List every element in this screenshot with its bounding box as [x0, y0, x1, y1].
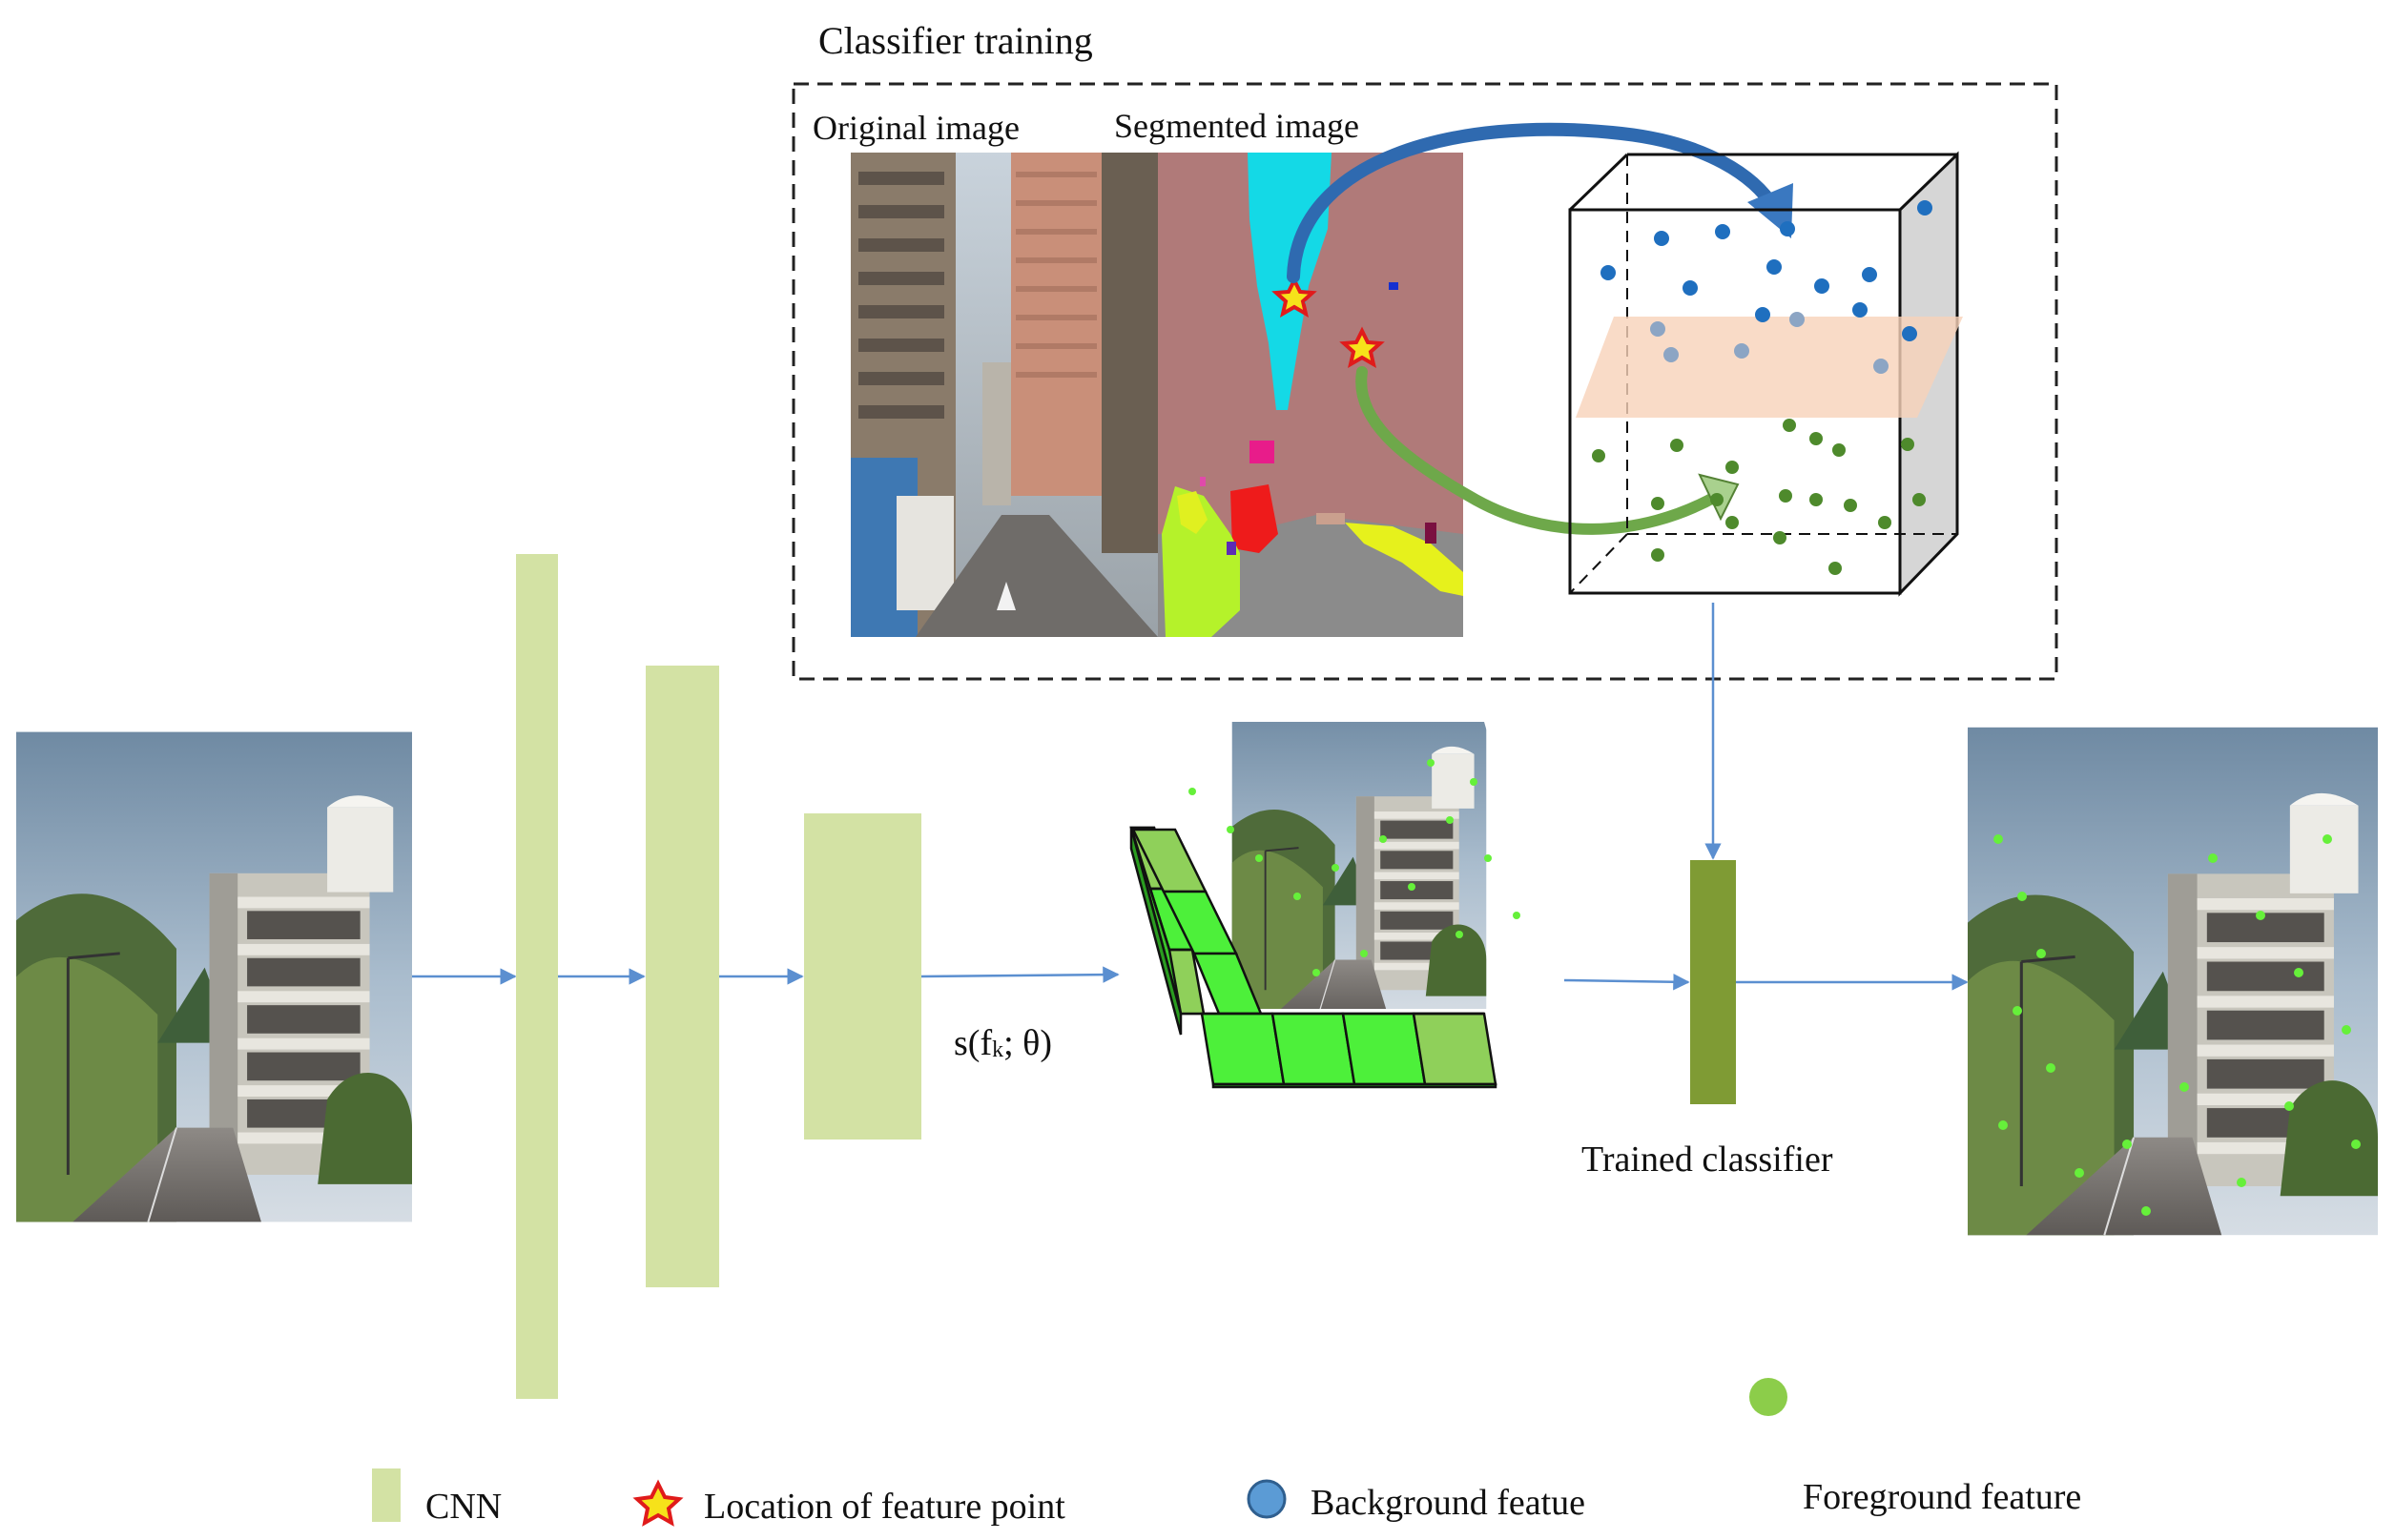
dashed-frame [792, 82, 2058, 681]
foreground-dot-icon [1749, 1378, 1787, 1416]
background-dot-icon [1247, 1479, 1287, 1519]
legend-background-label: Background featue [1311, 1483, 1585, 1523]
trained-classifier-block [1690, 860, 1736, 1104]
arrow [1563, 974, 1690, 991]
foreground-mapping-arrow [1355, 366, 1723, 535]
cnn-layer-1 [516, 554, 558, 1399]
cnn-legend-swatch [372, 1468, 401, 1522]
star-icon [1339, 326, 1385, 369]
legend-cnn-label: CNN [425, 1487, 502, 1527]
cnn-layer-3 [804, 813, 921, 1140]
original-city-image [851, 153, 1158, 637]
output-street-image [1968, 726, 2378, 1237]
legend: CNN Location of feature point Background… [372, 1378, 2081, 1527]
original-image-label: Original image [813, 109, 1020, 147]
star-icon [632, 1479, 684, 1527]
trained-classifier-label: Trained classifier [1581, 1140, 1833, 1180]
legend-feature-point-label: Location of feature point [704, 1487, 1065, 1527]
background-dots [1600, 200, 1932, 341]
foreground-dots [1592, 419, 1926, 575]
classifier-training-title: Classifier training [818, 19, 1093, 62]
segmented-image-label: Segmented image [1114, 107, 1359, 145]
classifier-training-box: Classifier training Original image Segme… [792, 19, 2058, 681]
feature-map [1188, 722, 1520, 1009]
boundary-dots [1650, 312, 1889, 374]
background-mapping-arrow [1287, 122, 1781, 283]
separating-plane [1576, 317, 1963, 418]
legend-foreground-label: Foreground feature [1803, 1477, 2081, 1517]
arrow [920, 966, 1120, 983]
score-function-label: s(fk; θ) [954, 1023, 1052, 1063]
cnn-layer-2 [646, 666, 719, 1287]
star-icon [1271, 276, 1317, 318]
input-street-image [16, 730, 412, 1223]
feature-grid [1129, 826, 1497, 1089]
feature-cube [1568, 151, 1963, 597]
